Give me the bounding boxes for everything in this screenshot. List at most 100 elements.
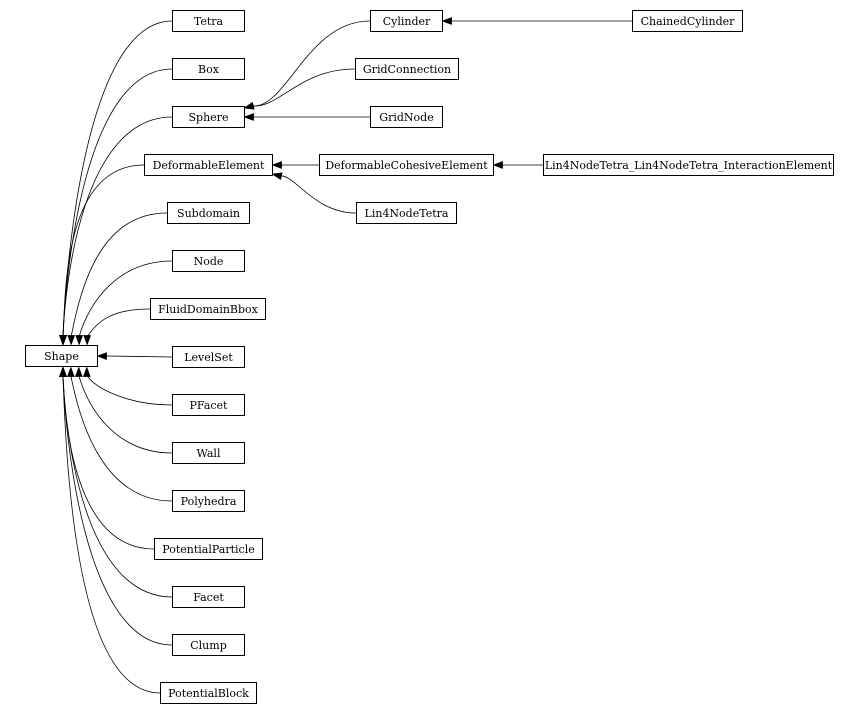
node-box: [319, 154, 494, 176]
node-fluid-domain-bbox: FluidDomainBbox: [150, 298, 266, 320]
arrowhead: [66, 366, 75, 377]
node-facet: Facet: [172, 586, 245, 608]
arrowhead: [59, 366, 67, 377]
node-polyhedra: Polyhedra: [172, 490, 245, 512]
node-label: GridConnection: [363, 63, 451, 76]
node-box: [25, 345, 98, 367]
node-node: Node: [172, 250, 245, 272]
node-label: DeformableElement: [153, 159, 265, 172]
node-pfacet: PFacet: [172, 394, 245, 416]
node-label: Lin4NodeTetra_Lin4NodeTetra_InteractionE…: [545, 159, 833, 172]
node-box: [632, 10, 743, 32]
node-label: Node: [194, 255, 224, 268]
node-chained-cylinder: ChainedCylinder: [632, 10, 743, 32]
node-label: Lin4NodeTetra: [365, 207, 449, 220]
arrowhead: [492, 161, 503, 169]
edge-clump-to-shape: [62, 375, 173, 646]
node-potential-block: PotentialBlock: [160, 682, 257, 704]
node-box: [150, 298, 266, 320]
arrowhead: [74, 366, 83, 377]
node-label: PotentialParticle: [162, 543, 254, 556]
node-grid-connection: GridConnection: [355, 58, 459, 80]
node-box: [160, 682, 257, 704]
edge-subdomain-to-shape: [70, 212, 168, 337]
node-label: PFacet: [190, 399, 229, 412]
node-box: [144, 154, 273, 176]
node-box: [543, 154, 834, 176]
node-label: Facet: [193, 591, 224, 604]
nodes-layer: Shape TetraBoxSphereDeformableElementSubd…: [25, 10, 834, 704]
node-subdomain: Subdomain: [167, 202, 250, 224]
edge-wall-to-shape: [78, 375, 173, 454]
node-tetra: Tetra: [172, 10, 245, 32]
edge-polyhedra-to-shape: [70, 375, 173, 502]
node-grid-node: GridNode: [370, 106, 443, 128]
node-label: Cylinder: [383, 15, 431, 28]
node-box: [172, 394, 245, 416]
arrowhead: [96, 352, 107, 360]
edge-level-set-to-shape: [106, 355, 173, 358]
node-sphere: Sphere: [172, 106, 245, 128]
arrowhead: [243, 101, 255, 110]
node-box: [172, 250, 245, 272]
edges-layer: [59, 17, 632, 694]
node-box: [172, 586, 245, 608]
arrowhead: [243, 113, 254, 121]
node-shape: Shape: [25, 345, 98, 367]
node-box: [172, 346, 245, 368]
edge-lin4-node-tetra-to-deformable-element: [280, 175, 357, 214]
node-box: [355, 58, 459, 80]
node-label: DeformableCohesiveElement: [325, 159, 488, 172]
node-label: Polyhedra: [181, 495, 237, 508]
node-box: [172, 106, 245, 128]
arrowhead: [83, 335, 92, 346]
arrowhead: [271, 161, 282, 169]
node-box: [172, 58, 245, 80]
node-level-set: LevelSet: [172, 346, 245, 368]
node-label: GridNode: [379, 111, 433, 124]
node-label: LevelSet: [184, 351, 233, 364]
node-deformable-element: DeformableElement: [144, 154, 273, 176]
node-label: Tetra: [194, 15, 224, 28]
arrowhead: [75, 335, 84, 346]
edge-cylinder-to-sphere: [252, 20, 371, 107]
node-label: FluidDomainBbox: [158, 303, 259, 316]
arrowhead: [441, 17, 452, 25]
node-lin4-node-tetra: Lin4NodeTetra: [356, 202, 457, 224]
node-label: ChainedCylinder: [641, 15, 736, 28]
node-cylinder: Cylinder: [370, 10, 443, 32]
node-box: [167, 202, 250, 224]
node-label: Box: [198, 63, 220, 76]
edge-facet-to-shape: [62, 375, 173, 598]
node-label: PotentialBlock: [168, 687, 249, 700]
node-box: [370, 10, 443, 32]
edge-potential-block-to-shape: [62, 375, 161, 694]
node-lin4-node-tetra-lin4-node-tetra-interaction-element: Lin4NodeTetra_Lin4NodeTetra_InteractionE…: [543, 154, 834, 176]
node-clump: Clump: [172, 634, 245, 656]
arrowhead: [82, 366, 91, 377]
node-label: Sphere: [189, 111, 229, 124]
node-box: Box: [172, 58, 245, 80]
edge-box-to-shape: [62, 68, 173, 337]
node-potential-particle: PotentialParticle: [154, 538, 263, 560]
node-box: [154, 538, 263, 560]
arrowhead: [67, 335, 76, 346]
edge-tetra-to-shape: [62, 20, 173, 337]
node-box: [172, 634, 245, 656]
arrowhead: [271, 172, 283, 181]
node-label: Subdomain: [177, 207, 240, 220]
node-deformable-cohesive-element: DeformableCohesiveElement: [319, 154, 494, 176]
edge-deformable-element-to-shape: [62, 164, 145, 337]
node-box: [356, 202, 457, 224]
node-label: Clump: [190, 639, 227, 652]
node-wall: Wall: [172, 442, 245, 464]
node-box: [172, 442, 245, 464]
node-box: [370, 106, 443, 128]
node-label: Wall: [197, 447, 221, 460]
edge-node-to-shape: [78, 260, 173, 337]
arrowhead: [59, 335, 68, 346]
node-box: [172, 490, 245, 512]
node-box: [172, 10, 245, 32]
edge-grid-connection-to-sphere: [252, 68, 356, 107]
